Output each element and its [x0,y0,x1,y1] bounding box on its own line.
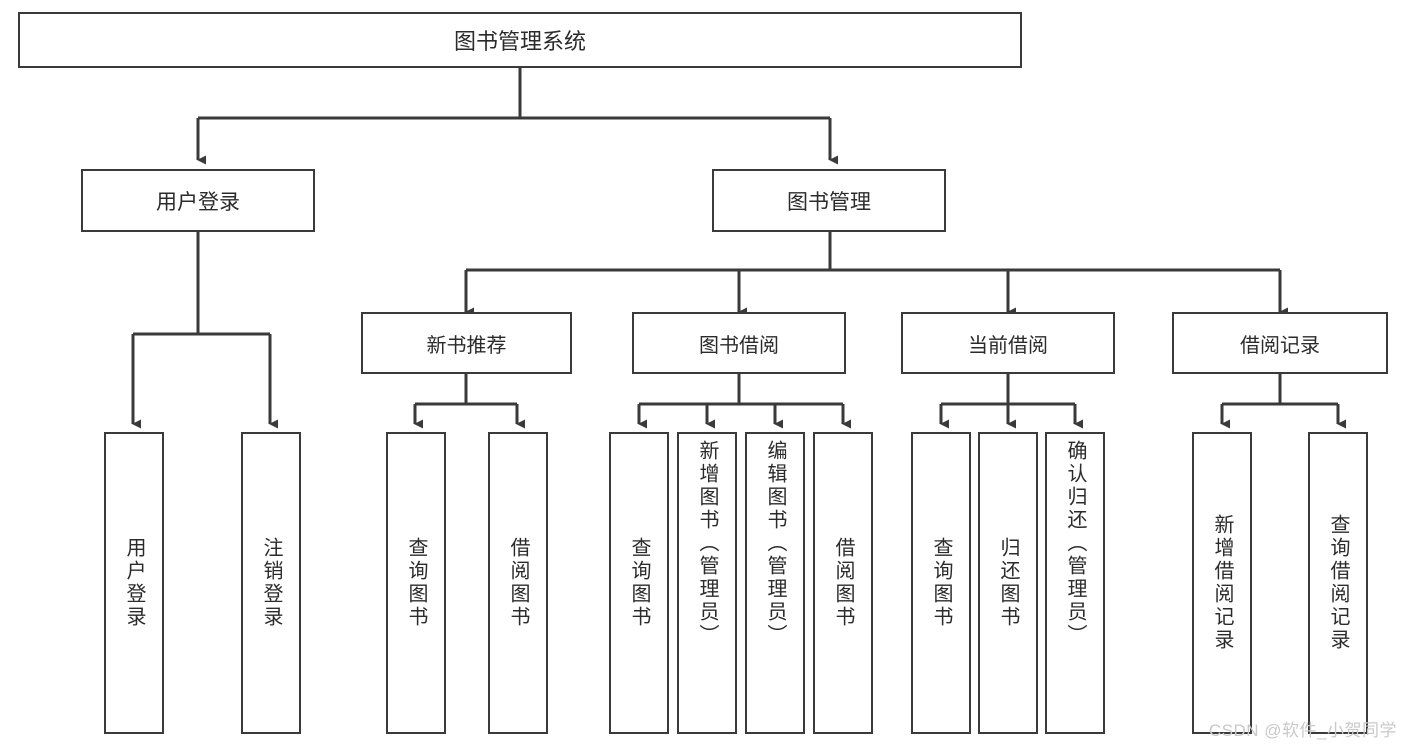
node-borrow-records-label: 借阅记录 [1240,334,1320,357]
node-root-label: 图书管理系统 [453,29,586,54]
node-root[interactable]: 图书管理系统 [18,12,1022,68]
leaf-query-book-borrow-label: 查询图书 [628,537,650,629]
leaf-confirm-return-admin[interactable]: 确认归还（管理员） [1045,432,1105,734]
node-book-management[interactable]: 图书管理 [712,169,946,232]
leaf-user-login-label: 用户登录 [123,537,145,629]
node-new-book-recommend[interactable]: 新书推荐 [361,312,572,374]
node-current-borrow[interactable]: 当前借阅 [901,312,1115,374]
leaf-borrow-book-recommend-label: 借阅图书 [507,537,529,629]
node-borrow-records[interactable]: 借阅记录 [1172,312,1388,374]
leaf-query-borrow-record-label: 查询借阅记录 [1327,514,1349,652]
leaf-query-book-current-label: 查询图书 [930,537,952,629]
node-current-borrow-label: 当前借阅 [968,334,1048,357]
node-book-management-label: 图书管理 [787,190,871,214]
leaf-query-book-recommend[interactable]: 查询图书 [386,432,446,734]
leaf-edit-book-admin-label: 编辑图书（管理员） [764,440,786,647]
leaf-add-book-admin[interactable]: 新增图书（管理员） [677,432,737,734]
leaf-logout-label: 注销登录 [260,537,282,629]
leaf-query-book-recommend-label: 查询图书 [405,537,427,629]
leaf-confirm-return-admin-label: 确认归还（管理员） [1064,440,1086,647]
node-book-borrow-label: 图书借阅 [699,334,779,357]
leaf-borrow-book-recommend[interactable]: 借阅图书 [488,432,548,734]
leaf-query-borrow-record[interactable]: 查询借阅记录 [1308,432,1368,734]
leaf-add-borrow-record-label: 新增借阅记录 [1211,514,1233,652]
leaf-return-book[interactable]: 归还图书 [978,432,1038,734]
leaf-user-login[interactable]: 用户登录 [104,432,164,734]
leaf-query-book-borrow[interactable]: 查询图书 [609,432,669,734]
watermark: CSDN @软件_小贺同学 [1208,721,1397,740]
node-user-login[interactable]: 用户登录 [81,169,315,232]
leaf-borrow-book-label: 借阅图书 [832,537,854,629]
node-book-borrow[interactable]: 图书借阅 [632,312,846,374]
node-new-book-recommend-label: 新书推荐 [426,334,507,357]
leaf-add-book-admin-label: 新增图书（管理员） [696,440,718,647]
leaf-borrow-book[interactable]: 借阅图书 [813,432,873,734]
leaf-add-borrow-record[interactable]: 新增借阅记录 [1192,432,1252,734]
node-user-login-label: 用户登录 [156,190,240,214]
leaf-return-book-label: 归还图书 [997,537,1019,629]
leaf-edit-book-admin[interactable]: 编辑图书（管理员） [745,432,805,734]
leaf-query-book-current[interactable]: 查询图书 [911,432,971,734]
leaf-logout[interactable]: 注销登录 [241,432,301,734]
